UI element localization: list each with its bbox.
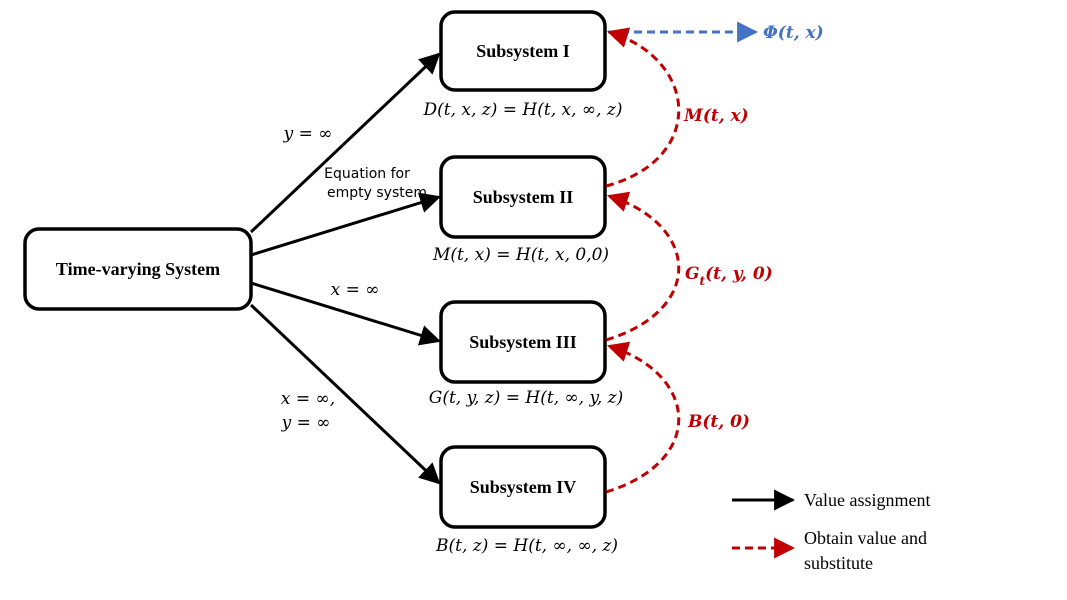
node-subsystem-1-label: Subsystem I [476,41,570,61]
node-subsystem-3-label: Subsystem III [469,332,577,352]
feedback-label-b: B(t, 0) [687,412,750,432]
edge-label-y-infinity: y = ∞ [283,124,333,144]
edge-label-empty-system-line2: empty system [327,185,427,201]
node-subsystem-3: Subsystem III [439,300,607,384]
feedback-label-m: M(t, x) [683,106,749,126]
edge-label-empty-system-line1: Equation for [324,166,410,182]
node-time-varying-system-label: Time-varying System [56,259,220,279]
legend-dashed-label-line2: substitute [804,553,873,573]
node-subsystem-1: Subsystem I [439,10,607,92]
legend: Value assignment Obtain value and substi… [732,489,930,573]
feedback-label-g-args: (t, y, 0) [705,264,773,284]
output-label: Φ(t, x) [763,23,824,43]
node-subsystem-4: Subsystem IV [439,445,607,529]
node-subsystem-2: Subsystem II [439,155,607,239]
edge-label-x-y-infinity-line1: x = ∞, [281,389,335,409]
legend-dashed-label-line1: Obtain value and [804,528,927,548]
node-subsystem-2-label: Subsystem II [473,187,574,207]
legend-solid-label: Value assignment [804,490,930,510]
feedback-arrow-s4-to-s3 [605,341,681,494]
feedback-label-g-subscript: t [700,274,706,288]
feedback-label-g-symbol: G [685,264,700,284]
feedback-label-g: Gt(t, y, 0) [685,264,773,288]
arrow-to-subsystem-3 [250,281,442,346]
node-subsystem-4-label: Subsystem IV [470,477,577,497]
feedback-arrow-s3-to-s2 [605,191,681,342]
arrow-to-subsystem-1 [249,52,441,234]
edge-label-x-y-infinity-line2: y = ∞ [281,413,331,433]
edge-label-x-infinity: x = ∞ [331,280,380,300]
arrow-to-subsystem-2 [250,192,442,257]
equation-subsystem-3: G(t, y, z) = H(t, ∞, y, z) [429,388,623,408]
equation-subsystem-2: M(t, x) = H(t, x, 0,0) [432,245,609,265]
arrow-to-subsystem-4 [249,303,441,485]
equation-subsystem-4: B(t, z) = H(t, ∞, ∞, z) [435,536,618,556]
equation-subsystem-1: D(t, x, z) = H(t, x, ∞, z) [423,100,623,120]
node-time-varying-system: Time-varying System [23,227,253,311]
